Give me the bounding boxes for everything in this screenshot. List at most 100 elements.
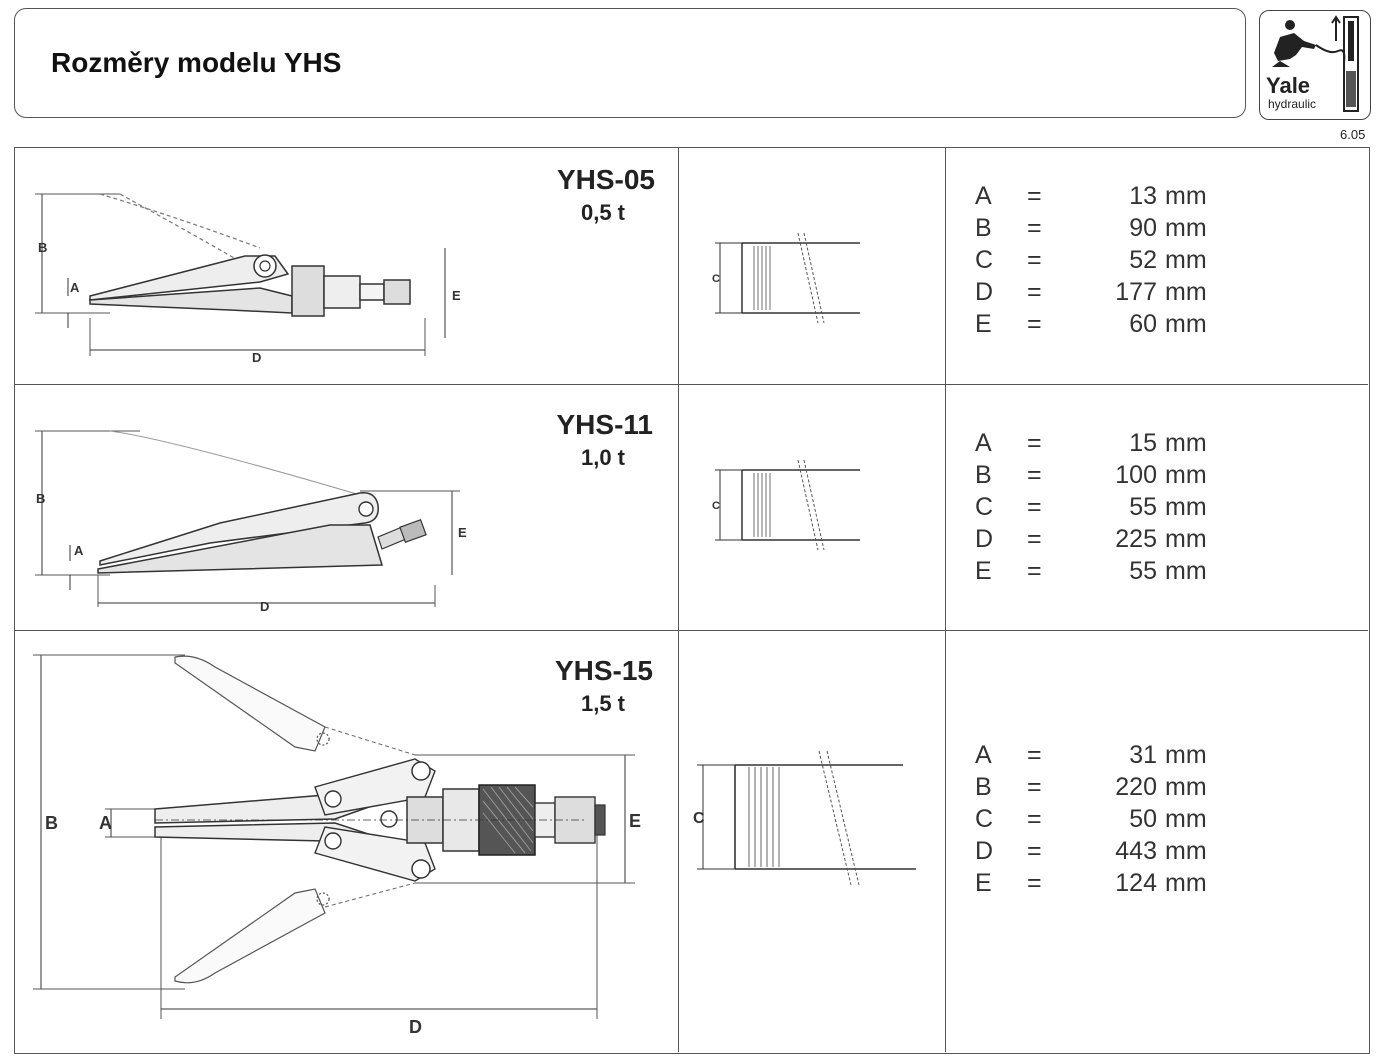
dimension-label-a: A [99,813,112,833]
spec-label: B [975,214,992,242]
spec-value: 220 [1115,773,1157,801]
spec-value: 225 [1115,525,1157,553]
spec-value: 50 [1129,805,1157,833]
spec-label: B [975,773,992,801]
spec-unit: mm [1165,837,1207,865]
tool-drawing-yhs-15: B A D E [33,654,641,1037]
dimension-label-b: B [36,491,45,506]
page-number: 6.05 [1340,127,1366,142]
spec-label: D [975,837,994,865]
dimension-label-b: B [45,813,58,833]
table-row: B A D E YHS-11 1,0 t C A = 15 mm B = 100 mm C =… [15,384,1368,630]
spec-label: D [975,278,994,306]
dimension-label-c: C [712,273,720,285]
spec-eq: = [1027,461,1042,489]
dimension-label-e: E [458,525,467,540]
svg-text:C: C [712,273,720,285]
spec-label: A [975,182,992,210]
dimensions-table: B A D E YHS-05 0,5 t C A = 13 mm B = 90 mm C = 5… [14,147,1370,1054]
spec-eq: = [1027,278,1042,306]
svg-text:A: A [74,543,84,558]
spec-value: 177 [1115,278,1157,306]
jaw-profile-c-yhs-05: C [712,232,860,324]
spec-unit: mm [1165,869,1207,897]
svg-text:A: A [70,280,80,295]
model-capacity: 0,5 t [580,200,625,225]
spec-label: B [975,461,992,489]
model-capacity: 1,5 t [580,691,625,716]
svg-text:E: E [629,811,641,831]
spec-eq: = [1027,869,1042,897]
spec-unit: mm [1165,246,1207,274]
svg-text:E: E [452,288,461,303]
spec-value: 100 [1115,461,1157,489]
spec-unit: mm [1165,741,1207,769]
title-box: Rozměry modelu YHS [14,8,1246,118]
svg-text:C: C [712,500,720,512]
spec-value: 60 [1129,310,1157,338]
column-divider [945,631,946,1052]
spec-unit: mm [1165,461,1207,489]
spec-value: 13 [1129,182,1157,210]
svg-text:C: C [693,810,705,827]
spec-label: E [975,310,992,338]
dimension-label-a: A [70,280,80,295]
dimension-label-e: E [452,288,461,303]
svg-text:B: B [38,240,47,255]
spec-label: C [975,493,994,521]
svg-text:D: D [252,350,261,365]
spec-unit: mm [1165,278,1207,306]
dimension-label-d: D [252,350,261,365]
spec-unit: mm [1165,805,1207,833]
spec-unit: mm [1165,214,1207,242]
column-divider [678,631,679,1052]
tool-drawing-yhs-11: B A D E [35,430,467,614]
spec-eq: = [1027,837,1042,865]
column-divider [678,385,679,630]
spec-unit: mm [1165,182,1207,210]
spec-unit: mm [1165,557,1207,585]
dimension-label-b: B [38,240,47,255]
spec-value: 31 [1129,741,1157,769]
dimension-label-d: D [260,599,269,614]
model-name: YHS-11 [556,409,654,440]
page-title: Rozměry modelu YHS [51,47,342,78]
spec-label: D [975,525,994,553]
spec-label: E [975,869,992,897]
spec-unit: mm [1165,493,1207,521]
spec-value: 15 [1129,429,1157,457]
model-name: YHS-05 [556,164,655,195]
dimension-label-d: D [409,1017,422,1037]
spec-eq: = [1027,805,1042,833]
jaw-profile-c-yhs-11: C [712,459,860,551]
spec-eq: = [1027,557,1042,585]
spec-eq: = [1027,429,1042,457]
spec-label: A [975,429,992,457]
spec-value: 124 [1115,869,1157,897]
spec-label: A [975,741,992,769]
spec-unit: mm [1165,429,1207,457]
dimension-label-a: A [74,543,84,558]
dimension-label-e: E [629,811,641,831]
svg-text:A: A [99,813,112,833]
spec-eq: = [1027,310,1042,338]
spec-eq: = [1027,741,1042,769]
spec-unit: mm [1165,310,1207,338]
spec-value: 55 [1129,557,1157,585]
spec-value: 55 [1129,493,1157,521]
svg-text:B: B [45,813,58,833]
column-divider [945,385,946,630]
spec-eq: = [1027,182,1042,210]
spec-value: 90 [1129,214,1157,242]
model-name: YHS-15 [554,655,653,686]
spec-eq: = [1027,214,1042,242]
jaw-profile-c-yhs-15: C [693,750,916,886]
tool-drawing-yhs-05: B A D E [35,193,461,365]
model-capacity: 1,0 t [580,445,625,470]
spec-label: C [975,246,994,274]
column-divider [945,148,946,384]
spec-eq: = [1027,246,1042,274]
spec-eq: = [1027,493,1042,521]
